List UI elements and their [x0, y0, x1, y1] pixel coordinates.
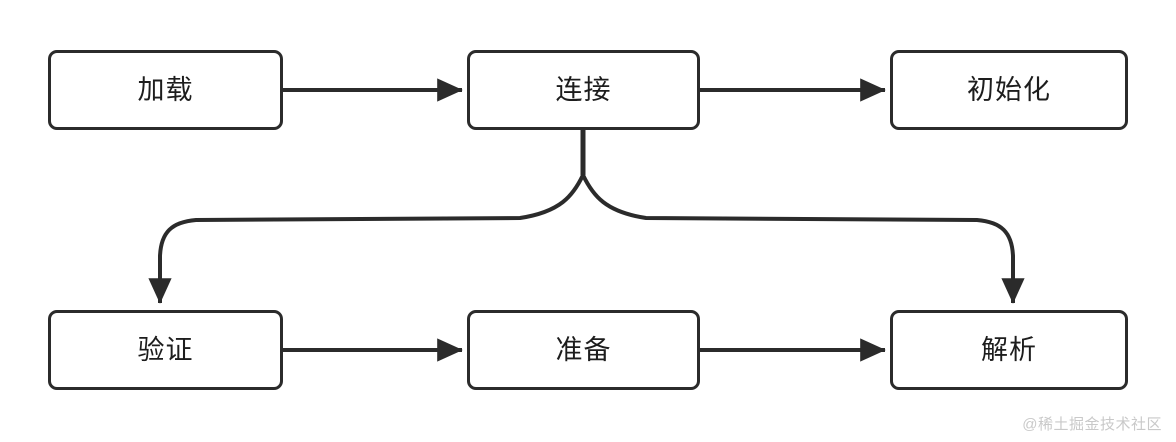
- node-verify-label: 验证: [137, 334, 194, 365]
- node-link[interactable]: 连接: [467, 50, 700, 130]
- node-prepare-label: 准备: [555, 334, 612, 365]
- edge-link-to-verify: [148, 130, 586, 304]
- node-init-label: 初始化: [967, 74, 1051, 105]
- edge-link-to-resolve: [581, 174, 1025, 304]
- node-init[interactable]: 初始化: [890, 50, 1128, 130]
- node-link-label: 连接: [555, 74, 612, 105]
- node-prepare[interactable]: 准备: [467, 310, 700, 390]
- node-verify[interactable]: 验证: [48, 310, 283, 390]
- node-load[interactable]: 加载: [48, 50, 283, 130]
- node-resolve-label: 解析: [981, 334, 1037, 365]
- node-load-label: 加载: [137, 74, 194, 105]
- watermark-text: @稀土掘金技术社区: [1022, 416, 1162, 433]
- node-resolve[interactable]: 解析: [890, 310, 1128, 390]
